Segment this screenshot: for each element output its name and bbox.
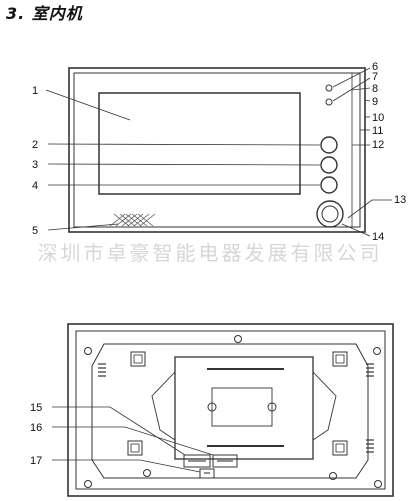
mounting-plate bbox=[174, 356, 314, 460]
callout-12: 12 bbox=[372, 139, 384, 151]
back-leader-lines bbox=[52, 406, 214, 473]
unlock-button-outer bbox=[316, 200, 344, 228]
callout-13: 13 bbox=[394, 194, 406, 206]
callout-3: 3 bbox=[32, 159, 38, 171]
side-vents bbox=[98, 363, 374, 453]
led-indicator-2 bbox=[325, 98, 333, 106]
screw-tl bbox=[84, 347, 92, 355]
callout-10: 10 bbox=[372, 112, 384, 124]
back-housing bbox=[91, 343, 369, 479]
front-view bbox=[68, 67, 366, 233]
corner-pad-br bbox=[332, 440, 348, 456]
callout-6: 6 bbox=[372, 61, 378, 73]
back-view bbox=[67, 323, 394, 497]
button-2 bbox=[320, 156, 338, 174]
led-indicator-1 bbox=[325, 84, 333, 92]
company-watermark: 深圳市卓豪智能电器发展有限公司 bbox=[37, 241, 383, 265]
plate-center-box bbox=[211, 387, 273, 427]
plate-hole-center bbox=[207, 402, 217, 412]
screw-top-mid bbox=[234, 335, 242, 343]
back-outer-frame bbox=[67, 323, 394, 497]
screw-bl bbox=[84, 480, 92, 488]
section-heading: 3. 室内机 bbox=[6, 4, 83, 23]
front-inner-frame bbox=[73, 72, 361, 228]
button-1 bbox=[320, 136, 338, 154]
callout-17: 17 bbox=[30, 455, 42, 467]
lcd-screen bbox=[98, 92, 301, 195]
corner-pad-bl bbox=[127, 440, 143, 456]
callout-1: 1 bbox=[32, 85, 38, 97]
connector-1 bbox=[183, 454, 211, 468]
speaker-grille bbox=[109, 213, 156, 227]
callout-16: 16 bbox=[30, 422, 42, 434]
screw-bottom-l bbox=[143, 469, 151, 477]
unlock-button-inner bbox=[321, 205, 339, 223]
corner-pad-tr bbox=[332, 351, 348, 367]
screw-bottom-r bbox=[329, 472, 337, 480]
button-3 bbox=[320, 176, 338, 194]
callout-5: 5 bbox=[32, 225, 38, 237]
front-outer-frame bbox=[68, 67, 366, 233]
front-leader-lines bbox=[45, 67, 392, 237]
callout-7: 7 bbox=[372, 71, 378, 83]
callout-15: 15 bbox=[30, 402, 42, 414]
callout-2: 2 bbox=[32, 139, 38, 151]
corner-pad-tl bbox=[130, 351, 146, 367]
screw-br bbox=[374, 480, 382, 488]
callout-11: 11 bbox=[372, 125, 383, 137]
back-inner-frame bbox=[75, 330, 386, 490]
plate-hole-right bbox=[267, 402, 277, 412]
connector-3 bbox=[199, 468, 215, 479]
callout-9: 9 bbox=[372, 96, 378, 108]
callout-14: 14 bbox=[372, 231, 384, 243]
screw-tr bbox=[373, 347, 381, 355]
callout-8: 8 bbox=[372, 83, 378, 95]
callout-4: 4 bbox=[32, 180, 38, 192]
connector-2 bbox=[212, 454, 238, 468]
